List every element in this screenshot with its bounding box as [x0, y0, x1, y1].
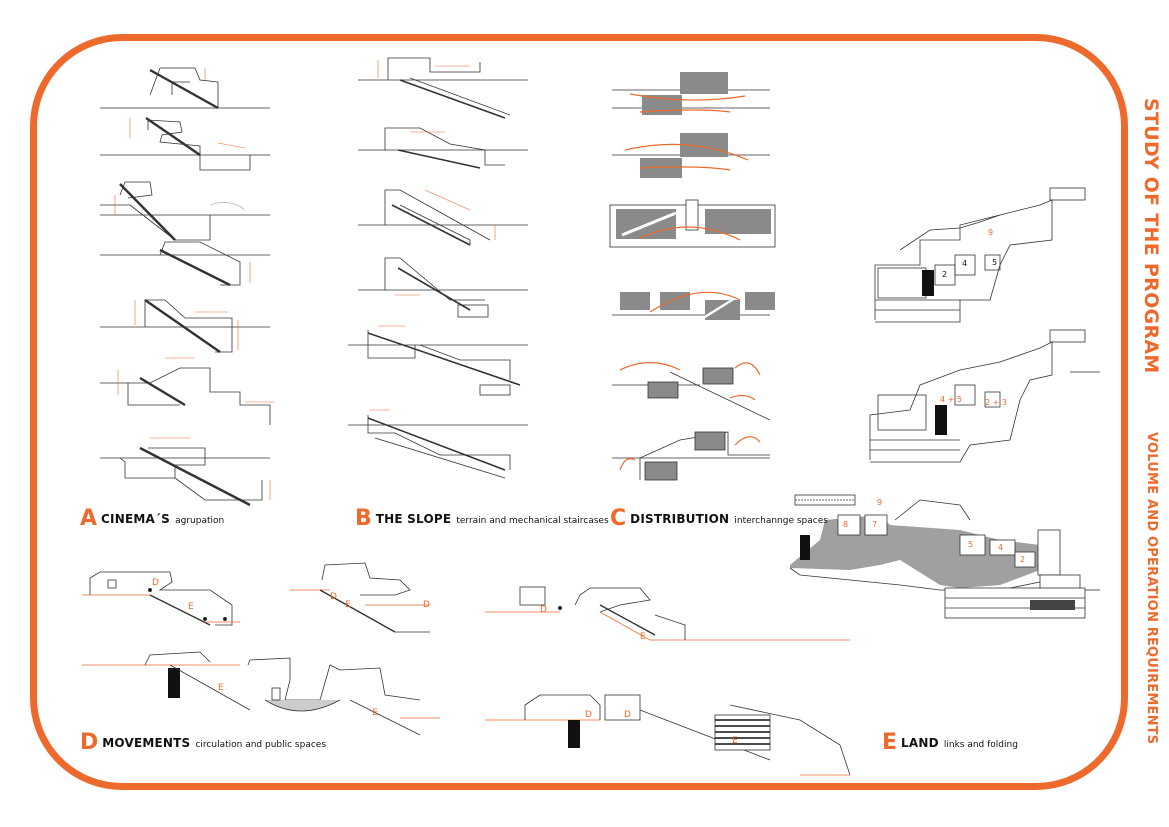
label-d: D — [540, 605, 547, 615]
d-section-4 — [82, 651, 440, 736]
section-b-subtitle: terrain and mechanical staircases — [456, 516, 609, 526]
b-section-6 — [348, 409, 528, 479]
board-title: STUDY OF THE PROGRAM — [1140, 98, 1162, 374]
section-d-subtitle: circulation and public spaces — [195, 740, 327, 750]
label-d: D — [152, 578, 159, 588]
section-c-subtitle: interchannge spaces — [734, 516, 828, 526]
b-section-1 — [358, 57, 528, 119]
room-number: 5 — [992, 258, 998, 267]
c-diagram-3 — [609, 199, 776, 248]
room-number: 9 — [988, 228, 994, 237]
section-e-letter: E — [882, 730, 898, 755]
b-section-5 — [348, 325, 528, 396]
column-a-drawings — [100, 67, 275, 507]
room-number: 7 — [872, 520, 878, 529]
room-number: 4 — [962, 259, 968, 268]
section-e-title: LAND — [901, 736, 939, 750]
section-b-title: THE SLOPE — [375, 512, 452, 526]
c-diagram-1 — [612, 72, 770, 115]
c-diagram-6 — [612, 431, 770, 481]
a-section-6 — [100, 357, 275, 425]
d-section-2 — [290, 562, 430, 633]
c-diagram-5 — [612, 361, 771, 421]
b-section-3 — [358, 189, 528, 246]
label-d: D — [330, 592, 337, 602]
room-number: 2 — [942, 270, 948, 279]
label-e: E — [188, 602, 194, 612]
section-e-subtitle: links and folding — [943, 740, 1018, 750]
a-section-4 — [100, 241, 270, 287]
section-d-letter: D — [80, 730, 99, 755]
a-section-7 — [100, 437, 271, 507]
label-e: E — [372, 708, 378, 718]
section-c-letter: C — [610, 506, 627, 531]
section-d-title: MOVEMENTS — [102, 736, 191, 750]
column-b-drawings — [348, 57, 528, 479]
room-number: 9 — [877, 498, 883, 507]
b-section-2 — [358, 127, 528, 169]
section-a-subtitle: agrupation — [175, 516, 225, 526]
section-b-letter: B — [355, 506, 372, 531]
board-subtitle: VOLUME AND OPERATION REQUIREMENTS — [1144, 431, 1159, 744]
section-c-title: DISTRIBUTION — [630, 512, 730, 526]
label-d: D — [624, 710, 631, 720]
d-section-1 — [82, 571, 240, 626]
room-number: 2 — [1020, 555, 1026, 564]
a-section-1 — [100, 67, 270, 110]
room-combo: 4 + 5 — [940, 395, 962, 404]
section-a-letter: A — [80, 506, 98, 531]
board-vertical-title: STUDY OF THE PROGRAM VOLUME AND OPERATION… — [1140, 98, 1162, 744]
label-e: E — [345, 600, 351, 610]
room-combo: 2 + 3 — [985, 398, 1007, 407]
c-diagram-2 — [612, 133, 770, 178]
b-section-4 — [358, 257, 528, 318]
label-e: E — [732, 736, 738, 746]
column-c-drawings — [609, 72, 776, 481]
label-e: E — [218, 683, 224, 693]
label-e: E — [640, 632, 646, 642]
c-diagram-4 — [612, 291, 775, 322]
room-number: 5 — [968, 540, 974, 549]
land-big-section — [789, 494, 1100, 619]
room-number: 4 — [998, 543, 1004, 552]
a-section-2 — [100, 117, 270, 171]
label-d: D — [423, 600, 430, 610]
orange-rounded-frame — [30, 34, 1128, 790]
d-section-3 — [485, 586, 850, 641]
right-axonometric-lower — [869, 329, 1100, 463]
a-section-3 — [100, 181, 270, 241]
room-number: 8 — [843, 520, 849, 529]
a-section-5 — [100, 299, 270, 353]
right-axonometric-upper — [874, 187, 1086, 323]
label-d: D — [585, 710, 592, 720]
section-a-title: CINEMA´S — [101, 512, 171, 526]
d-section-5 — [485, 694, 851, 776]
